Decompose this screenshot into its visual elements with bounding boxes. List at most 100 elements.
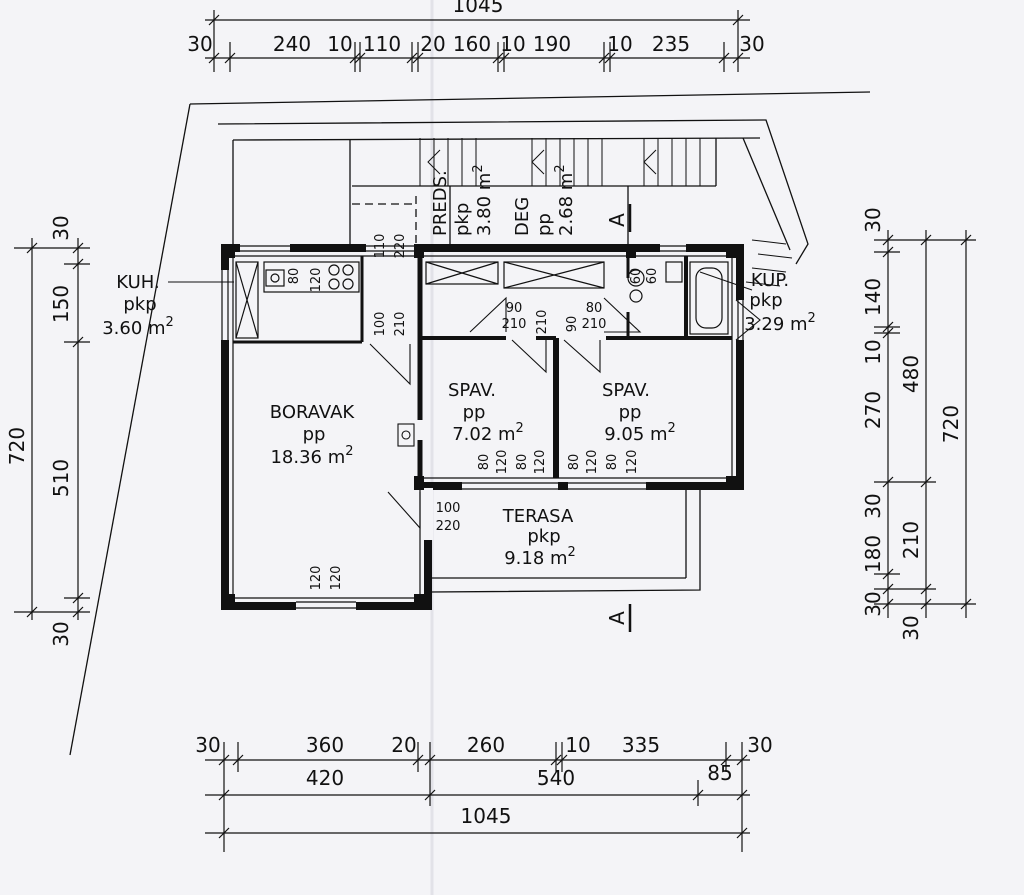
- open-d-bot: 220: [393, 234, 408, 259]
- dim-bottom-r1-5: 10: [565, 733, 590, 757]
- open-s2a: 80: [586, 301, 603, 316]
- dim-right-inner-1: 30: [861, 207, 885, 232]
- open-w4: 120: [533, 450, 548, 475]
- kitchen-fixtures: [235, 261, 360, 339]
- dim-top-2: 240: [273, 32, 311, 56]
- dim-bottom-r2-2: 540: [537, 766, 575, 790]
- room-labels: KUH. pkp 3.60 m2 BORAVAK pp 18.36 m2 PRE…: [102, 164, 816, 569]
- room-boravak-area: 18.36 m2: [270, 444, 353, 468]
- terrace-outline: [429, 486, 701, 593]
- dim-bottom-r2-3: 85: [707, 761, 732, 785]
- opening-dimensions: 80 120 110 220 100 210 90 210 210 80 210…: [287, 234, 660, 591]
- dim-bottom-r1-3: 20: [391, 733, 416, 757]
- room-kuh-type: pkp: [123, 294, 156, 315]
- dim-left-total: 720: [5, 427, 29, 465]
- open-w5: 80: [567, 454, 582, 471]
- dim-bottom-r1-6: 335: [622, 733, 660, 757]
- room-terasa-name: TERASA: [502, 506, 574, 527]
- open-s3a: 90: [565, 316, 580, 333]
- room-kuh-name: KUH.: [116, 272, 159, 293]
- room-deg-type: pp: [534, 213, 555, 236]
- dim-right-inner-4: 270: [861, 391, 885, 429]
- open-ter-top: 100: [436, 501, 461, 516]
- open-s3b: 210: [582, 317, 607, 332]
- dim-right-inner-2: 140: [861, 278, 885, 316]
- dim-left-2: 150: [49, 285, 73, 323]
- dim-top-3: 10: [327, 32, 352, 56]
- dim-top-11: 30: [739, 32, 764, 56]
- room-boravak-type: pp: [303, 424, 326, 445]
- wardrobes: [425, 261, 605, 289]
- top-dimensions: [205, 10, 750, 72]
- room-kup-area: 3.29 m2: [744, 311, 816, 335]
- open-w3: 80: [515, 454, 530, 471]
- bottom-dimensions: [205, 742, 750, 852]
- dim-right-mid-1: 480: [899, 355, 923, 393]
- open-bath1: 60: [629, 268, 644, 285]
- room-spav2-type: pp: [619, 402, 642, 423]
- room-preds-type: pkp: [452, 203, 473, 236]
- open-w2: 120: [495, 450, 510, 475]
- dim-bottom-r2-1: 420: [306, 766, 344, 790]
- dim-top-7: 10: [500, 32, 525, 56]
- room-spav2-area: 9.05 m2: [604, 421, 676, 445]
- dim-right-inner-7: 30: [861, 591, 885, 616]
- dim-top-5: 20: [420, 32, 445, 56]
- dim-right-inner-6: 180: [861, 535, 885, 573]
- open-bath2: 60: [645, 268, 660, 285]
- dim-top-total: 1045: [453, 0, 504, 17]
- section-marker-bottom: A: [605, 611, 629, 625]
- dim-bottom-r1-4: 260: [467, 733, 505, 757]
- room-deg-name: DEG: [512, 197, 533, 236]
- door-swings: [369, 296, 761, 530]
- window-frames: [221, 245, 744, 609]
- entrance-stairs: [419, 138, 793, 287]
- room-spav1-type: pp: [463, 402, 486, 423]
- room-terasa-area: 9.18 m2: [504, 545, 576, 569]
- open-s1b: 210: [502, 317, 527, 332]
- bathroom-fixtures: [627, 261, 729, 335]
- open-w6: 120: [585, 450, 600, 475]
- room-spav1-name: SPAV.: [448, 380, 496, 401]
- dim-right-mid-3: 30: [899, 615, 923, 640]
- open-bw1: 120: [309, 566, 324, 591]
- open-bw2: 120: [329, 566, 344, 591]
- left-dimension-labels: 720 30 150 510 30: [5, 215, 73, 646]
- section-marker-top: A: [605, 213, 629, 227]
- open-w8: 120: [625, 450, 640, 475]
- open-k2: 120: [309, 268, 324, 293]
- dim-left-3: 510: [49, 459, 73, 497]
- right-dimension-labels: 720 480 210 30 30 140 10 270 30 180 30: [861, 207, 963, 640]
- room-kup-type: pkp: [749, 290, 782, 311]
- dim-bottom-r1-2: 360: [306, 733, 344, 757]
- dim-bottom-r1-7: 30: [747, 733, 772, 757]
- open-w7: 80: [605, 454, 620, 471]
- dim-top-9: 10: [607, 32, 632, 56]
- top-dimension-labels: 1045 30 240 10 110 20 160 10 190 10 235 …: [187, 0, 764, 56]
- dim-right-mid-2: 210: [899, 521, 923, 559]
- dim-right-inner-3: 10: [861, 339, 885, 364]
- dim-right-outer: 720: [939, 405, 963, 443]
- open-d-top: 110: [373, 234, 388, 259]
- dim-bottom-total: 1045: [461, 804, 512, 828]
- open-ter-bot: 220: [436, 519, 461, 534]
- dim-top-8: 190: [533, 32, 571, 56]
- dim-right-inner-5: 30: [861, 493, 885, 518]
- open-d2-top: 100: [373, 312, 388, 337]
- dim-top-10: 235: [652, 32, 690, 56]
- bottom-dimension-labels: 30 360 20 260 10 335 30 420 540 85 1045: [195, 733, 772, 828]
- dim-left-1: 30: [49, 215, 73, 240]
- room-preds-name: PREDS.: [430, 170, 451, 236]
- dim-top-1: 30: [187, 32, 212, 56]
- interior-walls: [233, 256, 732, 478]
- room-spav2-name: SPAV.: [602, 380, 650, 401]
- room-deg-area: 2.68 m2: [553, 164, 577, 236]
- room-kuh-area: 3.60 m2: [102, 315, 174, 339]
- right-dimensions: [874, 230, 976, 618]
- dim-bottom-r1-1: 30: [195, 733, 220, 757]
- room-boravak-name: BORAVAK: [270, 402, 356, 423]
- window-openings: [220, 243, 745, 610]
- room-terasa-type: pkp: [527, 526, 560, 547]
